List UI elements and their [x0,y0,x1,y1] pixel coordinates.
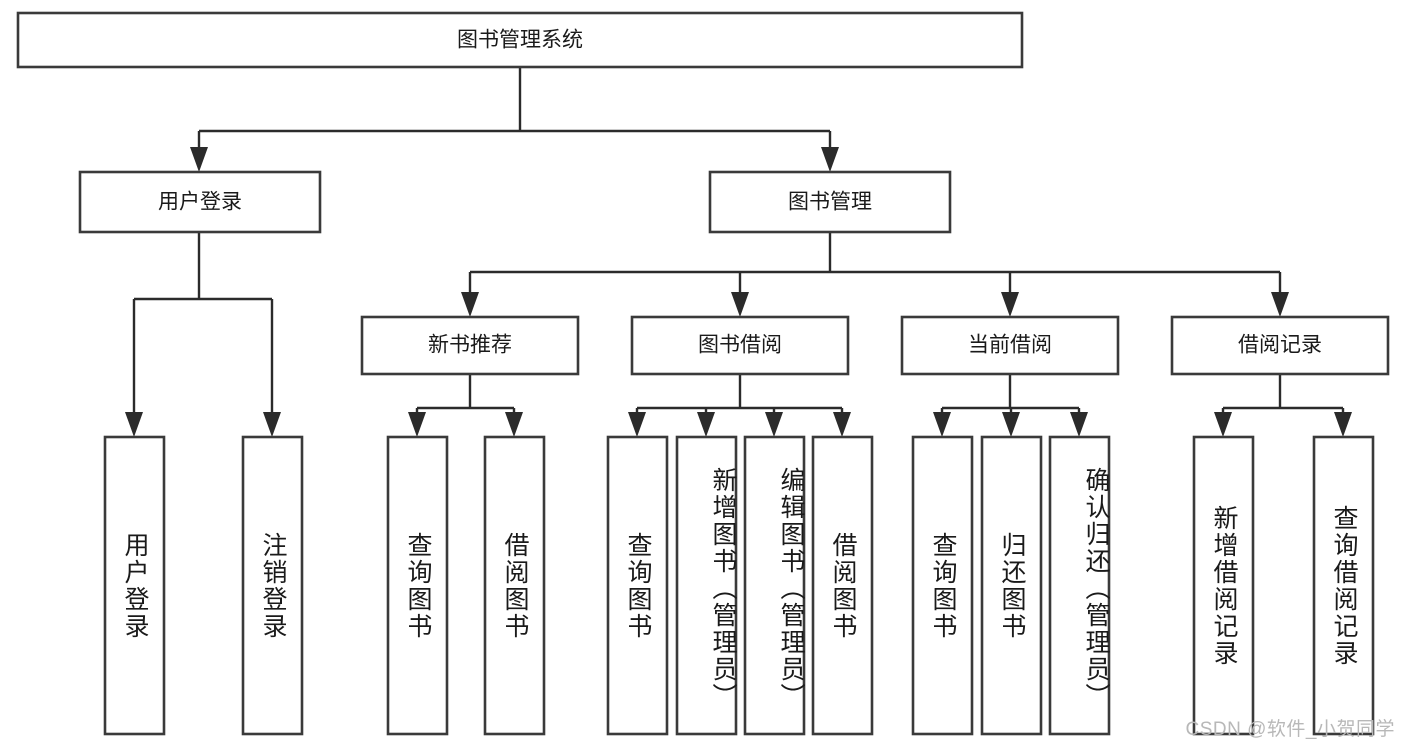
arrowhead-leaf-confirm-return [1070,412,1088,437]
arrowhead-leaf-query-book-c [933,412,951,437]
node-borrow-record[interactable] [1170,315,1390,376]
node-book-management-label: 图书管理 [788,191,872,214]
node-current-borrow[interactable] [900,315,1120,376]
leaf-box-confirm-return[interactable] [1048,435,1111,736]
edge-group-borrow-record [1214,374,1352,437]
node-root-label: 图书管理系统 [457,29,583,52]
leaf-box-add-book[interactable] [675,435,738,736]
node-root[interactable] [16,11,1024,69]
arrowhead-leaf-borrow-book-a [505,412,523,437]
node-user-login-label: 用户登录 [158,191,242,214]
leaf-box-query-record[interactable] [1312,435,1375,736]
leaf-box-logout[interactable] [241,435,304,736]
arrowhead-leaf-user-login [125,412,143,437]
leaf-box-query-book-c[interactable] [911,435,974,736]
arrowhead-leaf-query-book-a [408,412,426,437]
arrowhead-borrow-record [1271,292,1289,317]
leaf-box-edit-book[interactable] [743,435,806,736]
leaf-box-add-record[interactable] [1192,435,1255,736]
arrowhead-user-login [190,147,208,172]
arrowhead-leaf-return-book [1002,412,1020,437]
node-borrow-record-label: 借阅记录 [1238,334,1322,357]
leaf-box-query-book-a[interactable] [386,435,449,736]
leaf-box-query-book-b[interactable] [606,435,669,736]
edge-group-new-book-rec [408,374,523,437]
arrowhead-leaf-add-book [697,412,715,437]
leaf-box-user-login[interactable] [103,435,166,736]
node-user-login[interactable] [78,170,322,234]
node-new-book-recommend-label: 新书推荐 [428,334,512,357]
edge-group-book-borrow [628,374,851,437]
node-new-book-recommend[interactable] [360,315,580,376]
node-book-borrow[interactable] [630,315,850,376]
edge-group-root [190,67,839,172]
edge-group-user-login [125,232,281,437]
arrowhead-leaf-add-record [1214,412,1232,437]
leaf-box-return-book[interactable] [980,435,1043,736]
arrowhead-leaf-logout [263,412,281,437]
leaf-box-borrow-book-a[interactable] [483,435,546,736]
arrowhead-book-borrow [731,292,749,317]
node-book-borrow-label: 图书借阅 [698,334,782,357]
leaf-box-borrow-book-b[interactable] [811,435,874,736]
arrowhead-current-borrow [1001,292,1019,317]
arrowhead-book-mgmt [821,147,839,172]
node-book-management[interactable] [708,170,952,234]
watermark-text: CSDN @软件_小贺同学 [1185,719,1395,740]
edge-group-book-mgmt [461,232,1289,317]
arrowhead-leaf-edit-book [765,412,783,437]
arrowhead-leaf-borrow-book-b [833,412,851,437]
node-current-borrow-label: 当前借阅 [968,334,1052,357]
arrowhead-leaf-query-record [1334,412,1352,437]
arrowhead-leaf-query-book-b [628,412,646,437]
edge-group-current-borrow [933,374,1088,437]
arrowhead-new-book-rec [461,292,479,317]
